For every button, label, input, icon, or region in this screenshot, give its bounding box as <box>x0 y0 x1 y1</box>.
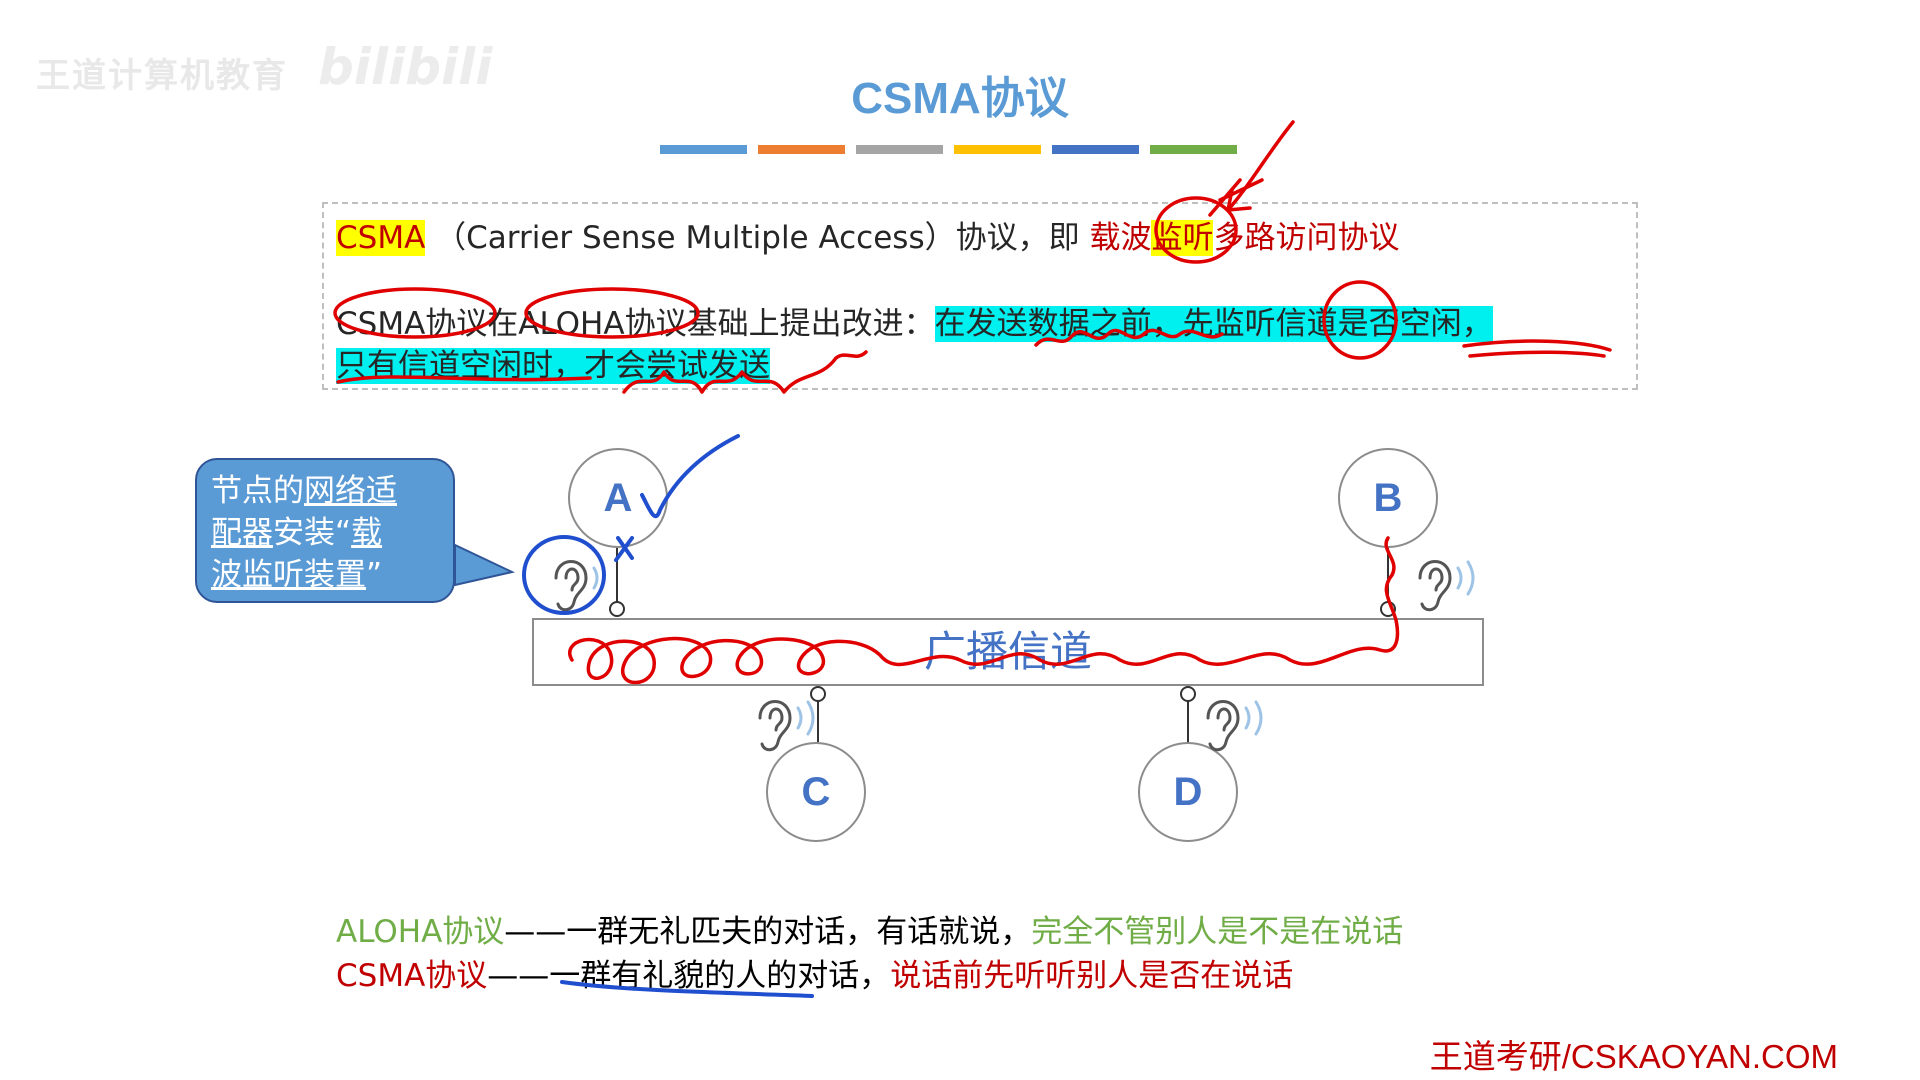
node-b: B <box>1338 448 1438 548</box>
aloha-dash: —— <box>504 914 567 950</box>
slide-title: CSMA协议 <box>851 74 1069 123</box>
callout-text-7: ” <box>366 557 383 593</box>
circle-annotation <box>333 287 497 339</box>
csma-dash: —— <box>487 958 550 994</box>
node-a: A <box>568 448 668 548</box>
tap-a <box>609 601 625 617</box>
blue-annotations <box>522 434 814 998</box>
circle-annotation <box>524 287 700 339</box>
broadcast-channel: 广播信道 <box>532 618 1484 686</box>
ear-icon <box>1418 560 1475 612</box>
definition-box <box>322 202 1638 390</box>
callout-bubble: 节点的网络适 配器安装“载 波监听装置” <box>195 458 455 603</box>
circle-annotation <box>1154 196 1238 264</box>
aloha-desc: 一群无礼匹夫的对话，有话就说， <box>566 914 1032 950</box>
title-color-bars <box>660 145 1237 154</box>
footer-credit: 王道考研/CSKAOYAN.COM <box>1429 1038 1838 1075</box>
callout-text-1: 节点的 <box>211 473 304 509</box>
aloha-name: ALOHA协议 <box>336 914 505 950</box>
watermark-bilibili: bilibili <box>318 38 493 96</box>
circle-annotation <box>522 535 606 615</box>
csma-acronym: CSMA <box>336 220 426 256</box>
underline-annotation <box>1462 339 1612 358</box>
underline-annotation <box>336 375 592 384</box>
csma-comparison: CSMA协议——一群有礼貌的人的对话，说话前先听听别人是否在说话 <box>336 950 1293 995</box>
underline-annotation <box>560 980 814 998</box>
aloha-comparison: ALOHA协议——一群无礼匹夫的对话，有话就说，完全不管别人是不是在说话 <box>336 906 1403 951</box>
csma-highlight: 说话前先听听别人是否在说话 <box>890 958 1294 994</box>
title-bar-blue <box>660 145 747 154</box>
node-d: D <box>1138 742 1238 842</box>
csma-expansion: （Carrier Sense Multiple Access）协议，即 <box>435 220 1080 256</box>
checkmark-annotation <box>640 434 740 519</box>
definition-line-3: 只有信道空闲时，才会尝试发送 <box>336 340 770 385</box>
ear-icon <box>1206 700 1263 752</box>
tap-c <box>810 686 826 702</box>
node-c: C <box>766 742 866 842</box>
title-bar-orange <box>758 145 845 154</box>
title-bar-gold <box>954 145 1041 154</box>
csma-name: CSMA协议 <box>336 958 488 994</box>
ear-icon <box>758 700 815 752</box>
cn-name-highlight: 监听 <box>1151 220 1214 256</box>
callout-text-6: 波监听装置 <box>211 557 366 593</box>
arrow-annotation <box>1226 120 1295 212</box>
definition-line-1: CSMA （Carrier Sense Multiple Access）协议，即… <box>336 212 1399 257</box>
callout-text-2: 网络适 <box>304 473 397 509</box>
tap-d <box>1180 686 1196 702</box>
underline-annotation <box>622 350 868 394</box>
title-bar-darkblue <box>1052 145 1139 154</box>
callout-text-5: 载 <box>351 515 383 551</box>
callout-text-3: 配器 <box>211 515 273 551</box>
circle-annotation <box>1322 280 1398 360</box>
scribble-signal-annotation <box>568 536 1400 685</box>
improvement-highlight-2: 只有信道空闲时，才会尝试发送 <box>336 348 770 384</box>
callout-tail <box>454 543 516 587</box>
title-bar-gray <box>856 145 943 154</box>
title-bar-green <box>1150 145 1237 154</box>
cn-name-post: 多路访问协议 <box>1213 220 1400 256</box>
underline-annotation <box>1034 328 1224 347</box>
ear-icon <box>554 560 599 612</box>
aloha-highlight: 完全不管别人是不是在说话 <box>1031 914 1404 950</box>
watermark-logo: 王道计算机教育 <box>36 56 288 96</box>
cross-annotation <box>614 536 634 562</box>
red-annotations <box>333 120 1612 685</box>
node-connectors <box>609 548 1396 742</box>
cn-name-pre: 载波 <box>1089 220 1152 256</box>
callout-text-4: 安装“ <box>273 515 352 551</box>
